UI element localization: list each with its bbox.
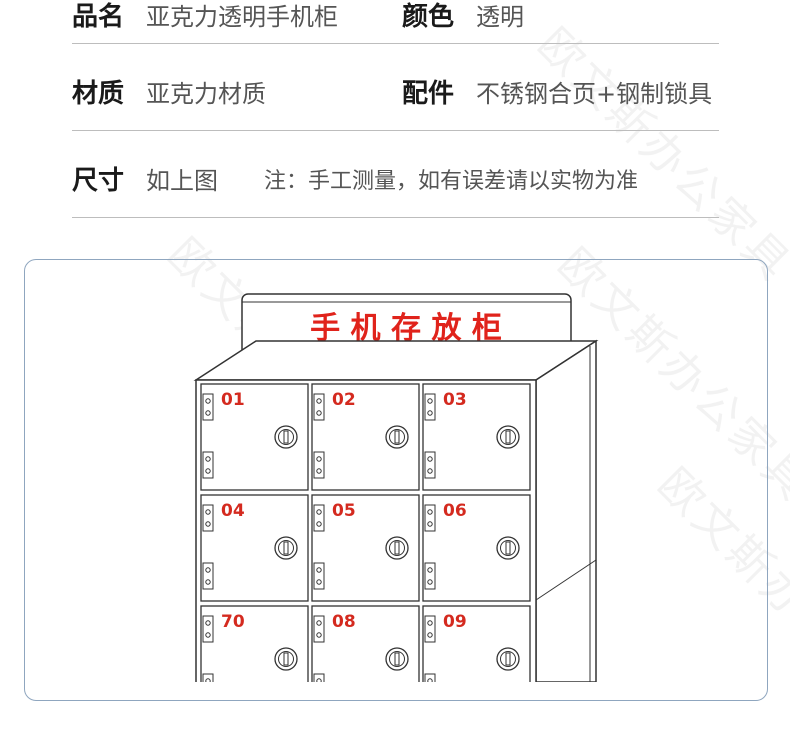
hinge-icon <box>424 393 436 421</box>
compartment-door: 08 <box>311 605 420 682</box>
compartment-number: 08 <box>332 612 356 632</box>
compartment-door: 05 <box>311 494 420 602</box>
compartment-door: 04 <box>200 494 309 602</box>
hinge-icon <box>202 562 214 590</box>
sign-text: 手 机 存 放 柜 <box>310 311 502 346</box>
spec-label: 尺寸 <box>72 166 125 196</box>
lock-icon <box>385 536 409 560</box>
compartment-number: 03 <box>443 390 467 410</box>
hinge-icon <box>313 393 325 421</box>
compartment-number: 06 <box>443 501 467 521</box>
spec-value: 透明 <box>476 3 524 31</box>
compartment-number: 01 <box>221 390 245 410</box>
spec-label: 材质 <box>72 79 125 109</box>
hinge-icon <box>424 451 436 479</box>
hinge-icon <box>202 673 214 682</box>
hinge-icon <box>202 504 214 532</box>
compartment-door: 01 <box>200 383 309 491</box>
hinge-icon <box>202 615 214 643</box>
spec-label: 颜色 <box>402 2 455 32</box>
hinge-icon <box>202 451 214 479</box>
hinge-icon <box>424 562 436 590</box>
spec-label: 配件 <box>402 79 455 109</box>
spec-note: 注：手工测量，如有误差请以实物为准 <box>264 169 639 194</box>
compartment-grid: 01 02 03 04 05 06 70 08 09 <box>200 383 531 682</box>
compartment-number: 09 <box>443 612 467 632</box>
compartment-number: 04 <box>221 501 245 521</box>
hinge-icon <box>424 615 436 643</box>
hinge-icon <box>313 615 325 643</box>
hinge-icon <box>313 504 325 532</box>
spec-row-name: 品名 亚克力透明手机柜 颜色 透明 <box>72 0 719 44</box>
lock-icon <box>385 647 409 671</box>
spec-value: 不锈钢合页+钢制锁具 <box>476 80 713 108</box>
compartment-door: 02 <box>311 383 420 491</box>
lock-icon <box>496 536 520 560</box>
compartment-door: 03 <box>422 383 531 491</box>
compartment-door: 09 <box>422 605 531 682</box>
lock-icon <box>274 425 298 449</box>
compartment-number: 70 <box>221 612 245 632</box>
divider <box>72 43 719 44</box>
divider <box>72 217 719 218</box>
spec-value: 亚克力材质 <box>146 80 266 108</box>
lock-icon <box>496 425 520 449</box>
divider <box>72 130 719 131</box>
spec-value: 如上图 <box>146 167 218 195</box>
lock-icon <box>496 647 520 671</box>
spec-row-material: 材质 亚克力材质 配件 不锈钢合页+钢制锁具 <box>72 71 719 131</box>
cabinet-side <box>535 339 597 682</box>
lock-icon <box>385 425 409 449</box>
compartment-number: 05 <box>332 501 356 521</box>
hinge-icon <box>202 393 214 421</box>
hinge-icon <box>313 673 325 682</box>
cabinet-top <box>193 340 599 381</box>
lock-icon <box>274 536 298 560</box>
spec-row-size: 尺寸 如上图 注：手工测量，如有误差请以实物为准 <box>72 158 719 218</box>
compartment-door: 70 <box>200 605 309 682</box>
compartment-number: 02 <box>332 390 356 410</box>
cabinet-illustration: 手 机 存 放 柜 01 02 03 04 05 06 70 08 09 <box>193 293 599 682</box>
hinge-icon <box>313 562 325 590</box>
hinge-icon <box>313 451 325 479</box>
hinge-icon <box>424 504 436 532</box>
hinge-icon <box>424 673 436 682</box>
compartment-door: 06 <box>422 494 531 602</box>
spec-label: 品名 <box>72 2 125 32</box>
lock-icon <box>274 647 298 671</box>
spec-value: 亚克力透明手机柜 <box>146 3 338 31</box>
